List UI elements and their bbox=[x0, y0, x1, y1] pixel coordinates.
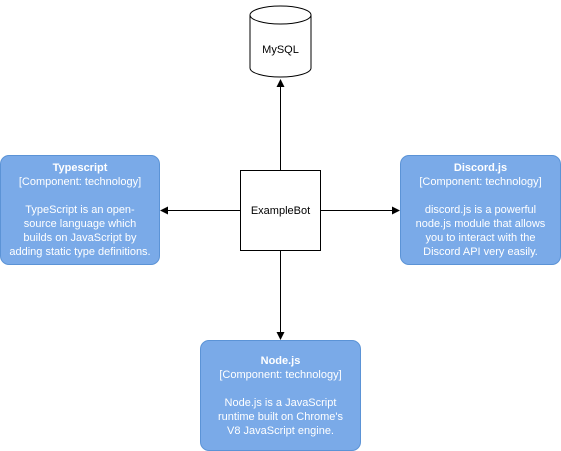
nodejs-node[interactable]: Node.js [Component: technology] Node.js … bbox=[200, 340, 361, 451]
mysql-database-shape bbox=[249, 5, 312, 78]
nodejs-description: Node.js is a JavaScript runtime built on… bbox=[218, 396, 343, 437]
discordjs-node[interactable]: Discord.js [Component: technology] disco… bbox=[400, 155, 561, 265]
typescript-node[interactable]: Typescript [Component: technology] TypeS… bbox=[0, 155, 160, 265]
discordjs-title: Discord.js bbox=[453, 162, 508, 174]
nodejs-title: Node.js bbox=[260, 354, 301, 367]
typescript-description: TypeScript is an open- source language w… bbox=[9, 204, 151, 258]
examplebot-node[interactable]: ExampleBot bbox=[240, 170, 321, 251]
typescript-title: Typescript bbox=[52, 162, 108, 174]
discordjs-description: discord.js is a powerful node.js module … bbox=[415, 204, 546, 258]
typescript-component-label: [Component: technology] bbox=[18, 176, 142, 188]
nodejs-component-label: [Component: technology] bbox=[219, 368, 342, 381]
discordjs-component-label: [Component: technology] bbox=[419, 176, 542, 188]
examplebot-label: ExampleBot bbox=[250, 204, 311, 217]
mysql-label: MySQL bbox=[262, 44, 299, 56]
